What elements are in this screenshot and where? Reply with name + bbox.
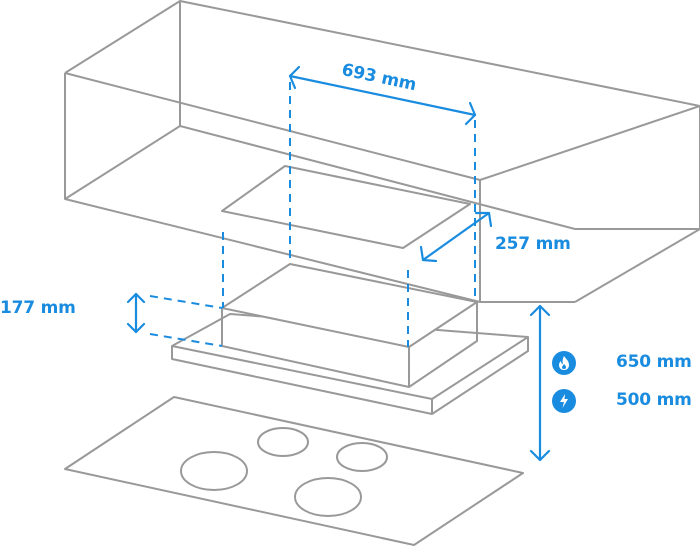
hob-outline bbox=[64, 396, 524, 546]
electric-clearance-label: 500 mm bbox=[616, 390, 692, 410]
gas-clearance-label: 650 mm bbox=[616, 352, 692, 372]
projection-lines bbox=[149, 82, 476, 347]
cutout-outline bbox=[221, 165, 471, 249]
lightning-icon bbox=[552, 389, 576, 413]
burner-back-right bbox=[336, 442, 388, 472]
hood-body-outline bbox=[221, 263, 478, 388]
height-label: 177 mm bbox=[0, 298, 76, 318]
height-dimension-arrow bbox=[126, 292, 146, 334]
clearance-dimension-arrow bbox=[529, 304, 551, 462]
depth-label: 257 mm bbox=[495, 234, 571, 254]
depth-dimension-arrow bbox=[419, 211, 493, 263]
burner-front-left bbox=[180, 451, 248, 491]
width-dimension-arrow bbox=[288, 65, 477, 126]
hood-panel-outline bbox=[171, 313, 529, 415]
burner-back-left bbox=[257, 427, 309, 457]
burner-front-right bbox=[294, 477, 362, 517]
cabinet-outline bbox=[64, 0, 700, 303]
flame-icon bbox=[552, 351, 576, 375]
